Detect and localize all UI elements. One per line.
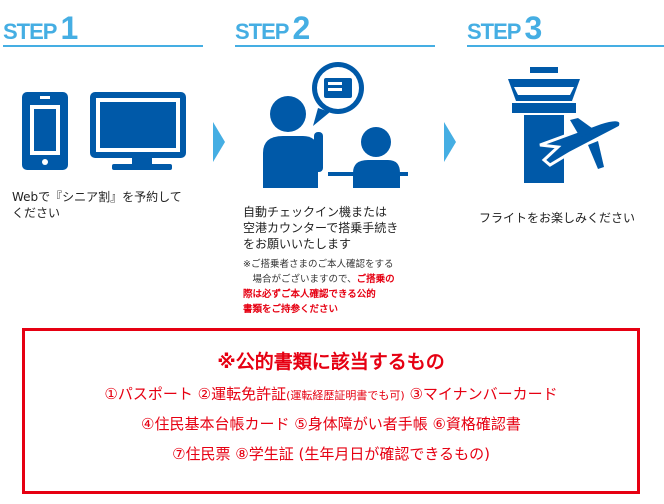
next-arrow-icon xyxy=(444,122,456,162)
counter-staff-icon xyxy=(263,62,408,188)
note-plain: ※ご搭乗者さまのご本人確認をする 場合がございますので、 xyxy=(243,259,394,285)
step-word: STEP xyxy=(3,19,57,44)
step-word: STEP xyxy=(235,19,289,44)
note-red: ご搭乗の 際は必ずご本人確認できる公的 書類をご持参ください xyxy=(243,274,395,315)
doc-note: (運転経歴証明書でも可) xyxy=(286,389,405,402)
doc-text: ③マイナンバーカード xyxy=(404,385,558,403)
next-arrow-icon xyxy=(213,122,225,162)
step-number: 2 xyxy=(292,10,311,46)
documents-box: ※公的書類に該当するもの ①パスポート ②運転免許証(運転経歴証明書でも可) ③… xyxy=(22,328,640,494)
step-3-text: フライトをお楽しみください xyxy=(479,211,636,225)
step-word: STEP xyxy=(467,19,521,44)
doc-text: ①パスポート ②運転免許証 xyxy=(104,385,287,403)
documents-line-2: ④住民基本台帳カード ⑤身体障がい者手帳 ⑥資格確認書 xyxy=(141,415,521,433)
step-number: 1 xyxy=(60,10,79,46)
step-2-note: ※ご搭乗者さまのご本人確認をする 場合がございますので、ご搭乗の 際は必ずご本人… xyxy=(243,257,395,317)
step-1-text: Webで『シニア割』を予約して ください xyxy=(12,190,182,220)
step-2-text: 自動チェックイン機または 空港カウンターで搭乗手続き をお願いいたします xyxy=(243,205,399,251)
documents-title: ※公的書類に該当するもの xyxy=(217,351,445,373)
control-tower-airplane-icon xyxy=(508,67,623,183)
documents-line-1: ①パスポート ②運転免許証(運転経歴証明書でも可) ③マイナンバーカード xyxy=(25,383,637,404)
smartphone-pc-icon xyxy=(22,92,186,170)
step-number: 3 xyxy=(524,10,543,46)
documents-line-3: ⑦住民票 ⑧学生証 (生年月日が確認できるもの) xyxy=(172,445,490,463)
